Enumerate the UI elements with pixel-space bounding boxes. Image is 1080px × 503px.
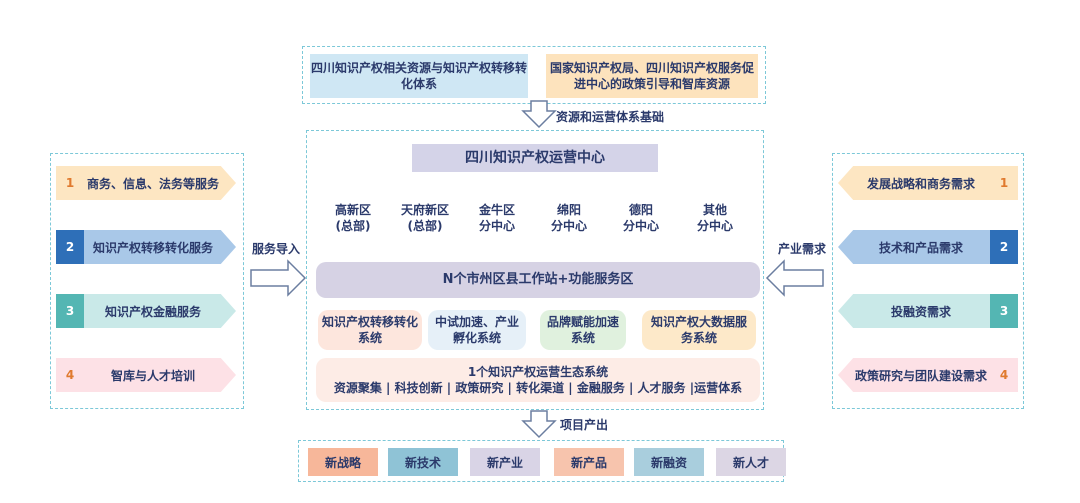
left-services-frame xyxy=(50,153,244,409)
right-item-label: 发展战略和商务需求 xyxy=(838,166,990,200)
left-item-number: 1 xyxy=(56,166,84,200)
left-arrow-right-icon xyxy=(765,259,824,297)
ecosystem-box: 1个知识产权运营生态系统 资源聚集 | 科技创新 | 政策研究 | 转化渠道 |… xyxy=(316,358,760,402)
output-tag: 新产品 xyxy=(554,448,624,476)
left-item-number: 3 xyxy=(56,294,84,328)
system-box: 品牌赋能加速系统 xyxy=(540,310,626,350)
output-tag: 新人才 xyxy=(716,448,786,476)
operation-center-frame xyxy=(306,130,764,410)
top-left-resource-box: 四川知识产权相关资源与知识产权转移转化体系 xyxy=(310,54,528,98)
system-box: 知识产权转移转化系统 xyxy=(318,310,422,350)
left-item-label: 知识产权转移转化服务 xyxy=(84,230,236,264)
down-arrow-top-icon xyxy=(521,100,557,129)
ecosystem-items: 资源聚集 | 科技创新 | 政策研究 | 转化渠道 | 金融服务 | 人才服务 … xyxy=(333,381,743,395)
right-item-label: 政策研究与团队建设需求 xyxy=(838,358,990,392)
down-arrow-bottom-icon xyxy=(521,410,557,439)
service-import-label: 服务导入 xyxy=(252,242,301,256)
branch-node: 金牛区 分中心 xyxy=(478,202,515,233)
resource-base-label: 资源和运营体系基础 xyxy=(556,110,665,124)
center-title: 四川知识产权运营中心 xyxy=(412,144,658,172)
right-item-number: 4 xyxy=(990,358,1018,392)
left-item-number: 2 xyxy=(56,230,84,264)
output-tag: 新融资 xyxy=(634,448,704,476)
system-box: 中试加速、产业孵化系统 xyxy=(428,310,526,350)
right-item-number: 3 xyxy=(990,294,1018,328)
left-item-number: 4 xyxy=(56,358,84,392)
branch-node: 德阳 分中心 xyxy=(622,202,659,233)
left-item-label: 知识产权金融服务 xyxy=(84,294,236,328)
output-tag: 新技术 xyxy=(388,448,458,476)
left-item-label: 商务、信息、法务等服务 xyxy=(84,166,236,200)
stations-bar: N个市州区县工作站+功能服务区 xyxy=(316,262,760,298)
system-box: 知识产权大数据服务系统 xyxy=(642,310,756,350)
project-output-label: 项目产出 xyxy=(560,418,609,432)
branch-node: 绵阳 分中心 xyxy=(550,202,587,233)
right-item-number: 1 xyxy=(990,166,1018,200)
ecosystem-title: 1个知识产权运营生态系统 xyxy=(467,364,609,379)
output-tag: 新战略 xyxy=(308,448,378,476)
top-right-resource-box: 国家知识产权局、四川知识产权服务促进中心的政策引导和智库资源 xyxy=(546,54,758,98)
industry-demand-label: 产业需求 xyxy=(778,242,827,256)
branch-node: 高新区 (总部) xyxy=(334,202,371,233)
right-item-label: 投融资需求 xyxy=(838,294,990,328)
right-demands-frame xyxy=(832,153,1024,409)
output-tag: 新产业 xyxy=(470,448,540,476)
right-item-number: 2 xyxy=(990,230,1018,264)
right-arrow-left-icon xyxy=(250,259,307,297)
branch-node: 天府新区 (总部) xyxy=(400,202,449,233)
left-item-label: 智库与人才培训 xyxy=(84,358,236,392)
branch-node: 其他 分中心 xyxy=(696,202,733,233)
right-item-label: 技术和产品需求 xyxy=(838,230,990,264)
